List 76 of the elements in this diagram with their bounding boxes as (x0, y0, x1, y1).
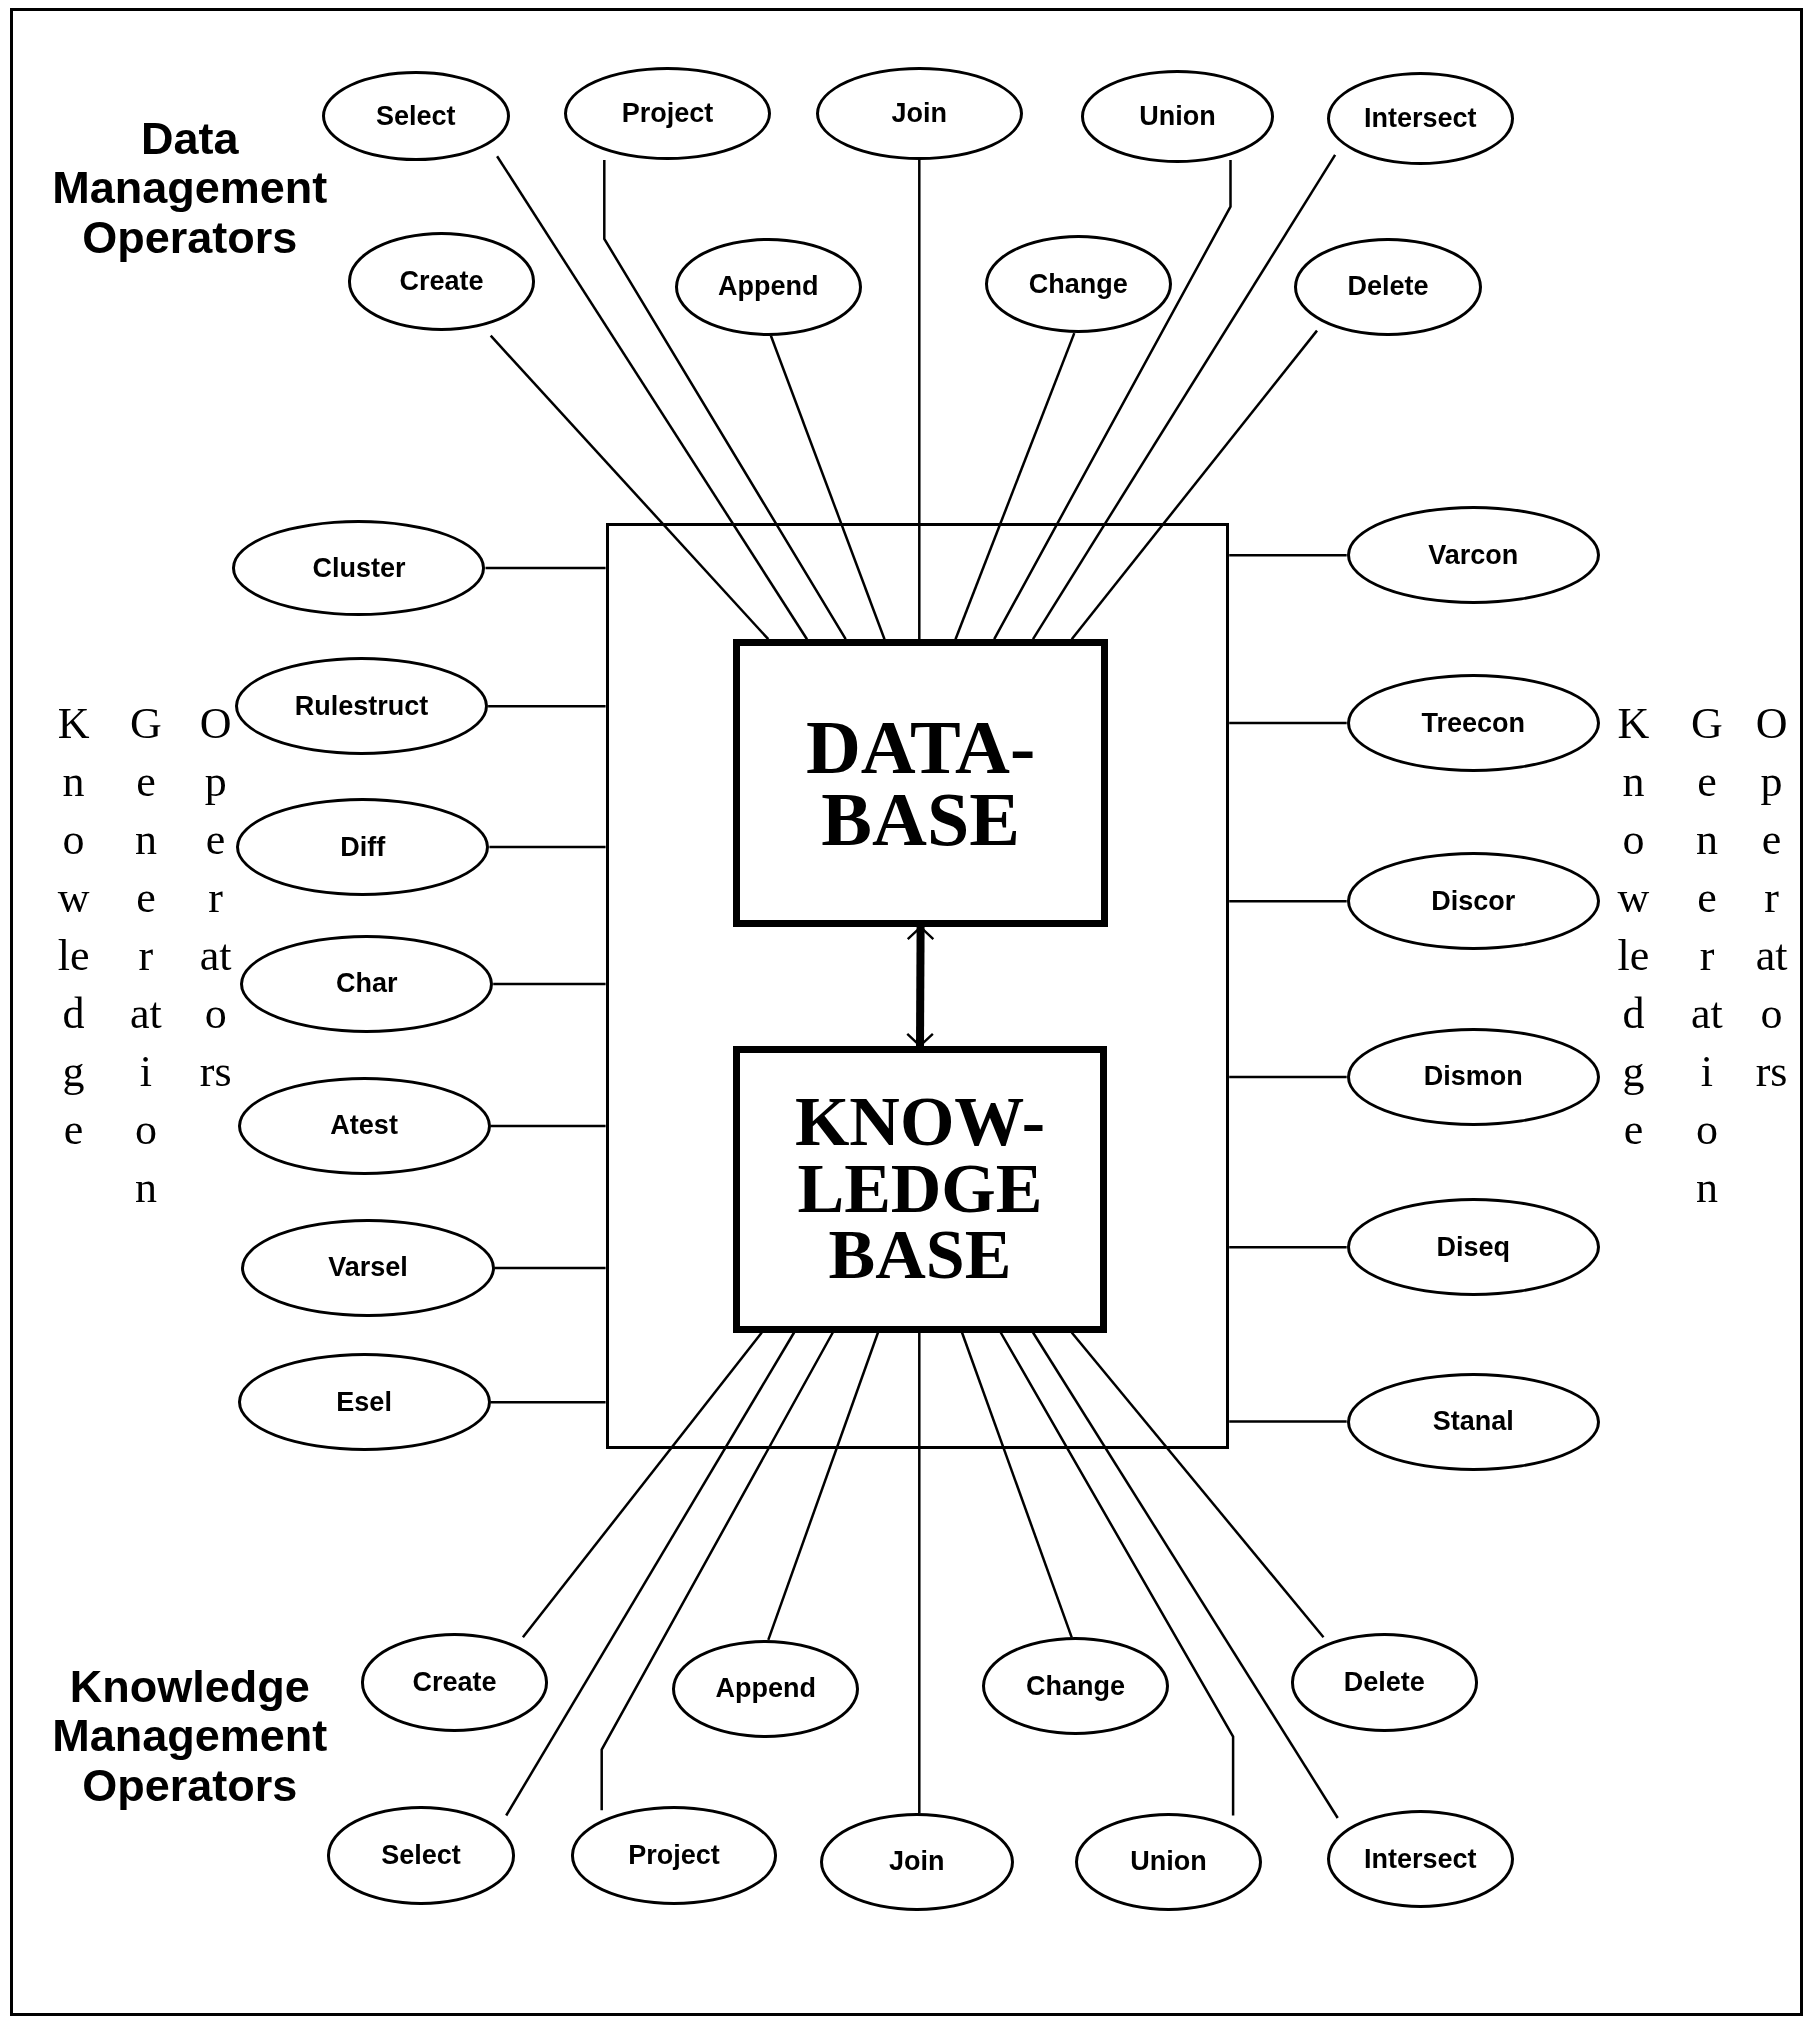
operator-label: Create (412, 1666, 497, 1698)
operator-label: Project (621, 98, 714, 130)
operator-label: Join (889, 1846, 945, 1878)
base-box (733, 639, 1108, 928)
connector-line (489, 845, 606, 849)
connector-line (960, 1332, 1073, 1638)
connector-line (1031, 1331, 1339, 1819)
operator-label: Select (375, 100, 456, 132)
vertical-heading: Knowledge (1617, 697, 1650, 1157)
enclosing-box (605, 522, 1230, 1449)
operator-label: Dismon (1423, 1061, 1523, 1093)
connector-line (1229, 1420, 1347, 1423)
vertical-heading: Generation (1691, 697, 1723, 1215)
connector-line (489, 334, 770, 641)
operator-label: Varcon (1428, 539, 1519, 571)
operator-label: Change (1026, 1670, 1126, 1702)
connector-line (1229, 1075, 1347, 1079)
connector-line (1229, 900, 1347, 903)
connector-line (494, 1266, 606, 1270)
connector-line (993, 160, 1232, 640)
operator-label: Intersect (1364, 1843, 1477, 1875)
connector-line (488, 705, 606, 708)
connector-line (769, 335, 886, 640)
connector-line (1229, 553, 1347, 557)
operator-label: Varsel (328, 1252, 408, 1284)
operator-label: Create (399, 265, 484, 297)
operator-label: Append (715, 1673, 816, 1705)
connector-line (490, 1401, 606, 1404)
connector-line (999, 1331, 1235, 1816)
base-label: KNOW- LEDGE BASE (793, 1089, 1047, 1289)
connector-line (954, 332, 1076, 640)
operator-label: Diseq (1436, 1231, 1511, 1263)
operator-label: Project (628, 1839, 720, 1871)
group-heading: Knowledge Management Operators (51, 1661, 329, 1811)
base-label: DATA- BASE (804, 710, 1037, 856)
connector-line (521, 1331, 763, 1639)
operator-label: Change (1028, 268, 1128, 300)
operator-label: Delete (1343, 1666, 1425, 1698)
connector-line (603, 160, 847, 640)
operator-label: Delete (1347, 271, 1429, 303)
connector-line (1070, 329, 1318, 640)
connector-line (1229, 721, 1347, 725)
connector-line (490, 1124, 606, 1128)
operator-label: Stanal (1432, 1406, 1514, 1438)
connector-line (493, 982, 606, 986)
connector-line (1070, 1331, 1325, 1639)
operator-label: Cluster (312, 552, 406, 584)
vertical-heading: Operators (1755, 697, 1788, 1099)
connector-line (505, 1331, 796, 1817)
connector-line (485, 566, 606, 570)
connector-line (767, 1332, 880, 1641)
operator-label: Select (381, 1839, 461, 1871)
operator-label: Discor (1431, 885, 1516, 917)
operator-label: Treecon (1421, 707, 1526, 739)
operator-label: Atest (330, 1110, 398, 1142)
connector-line (600, 1331, 834, 1811)
operator-label: Char (335, 968, 398, 1000)
group-heading: Data Management Operators (51, 113, 329, 263)
operator-label: Intersect (1364, 103, 1477, 135)
connector-line (496, 155, 809, 640)
operator-label: Union (1130, 1846, 1207, 1878)
vertical-heading: Knowledge (57, 697, 90, 1157)
connector-line (1031, 154, 1337, 640)
base-box (733, 1045, 1107, 1333)
connector-line (1229, 1246, 1347, 1249)
operator-label: Append (718, 271, 819, 303)
operator-label: Join (891, 98, 948, 130)
operator-label: Rulestruct (294, 690, 429, 722)
connector-line (918, 1332, 921, 1813)
operator-label: Diff (340, 831, 386, 863)
double-arrow (906, 925, 935, 1048)
connector-line (918, 160, 921, 640)
vertical-heading: Generation (130, 697, 162, 1215)
vertical-heading: Operators (199, 697, 232, 1099)
operator-label: Esel (336, 1386, 392, 1418)
operator-label: Union (1139, 100, 1216, 132)
